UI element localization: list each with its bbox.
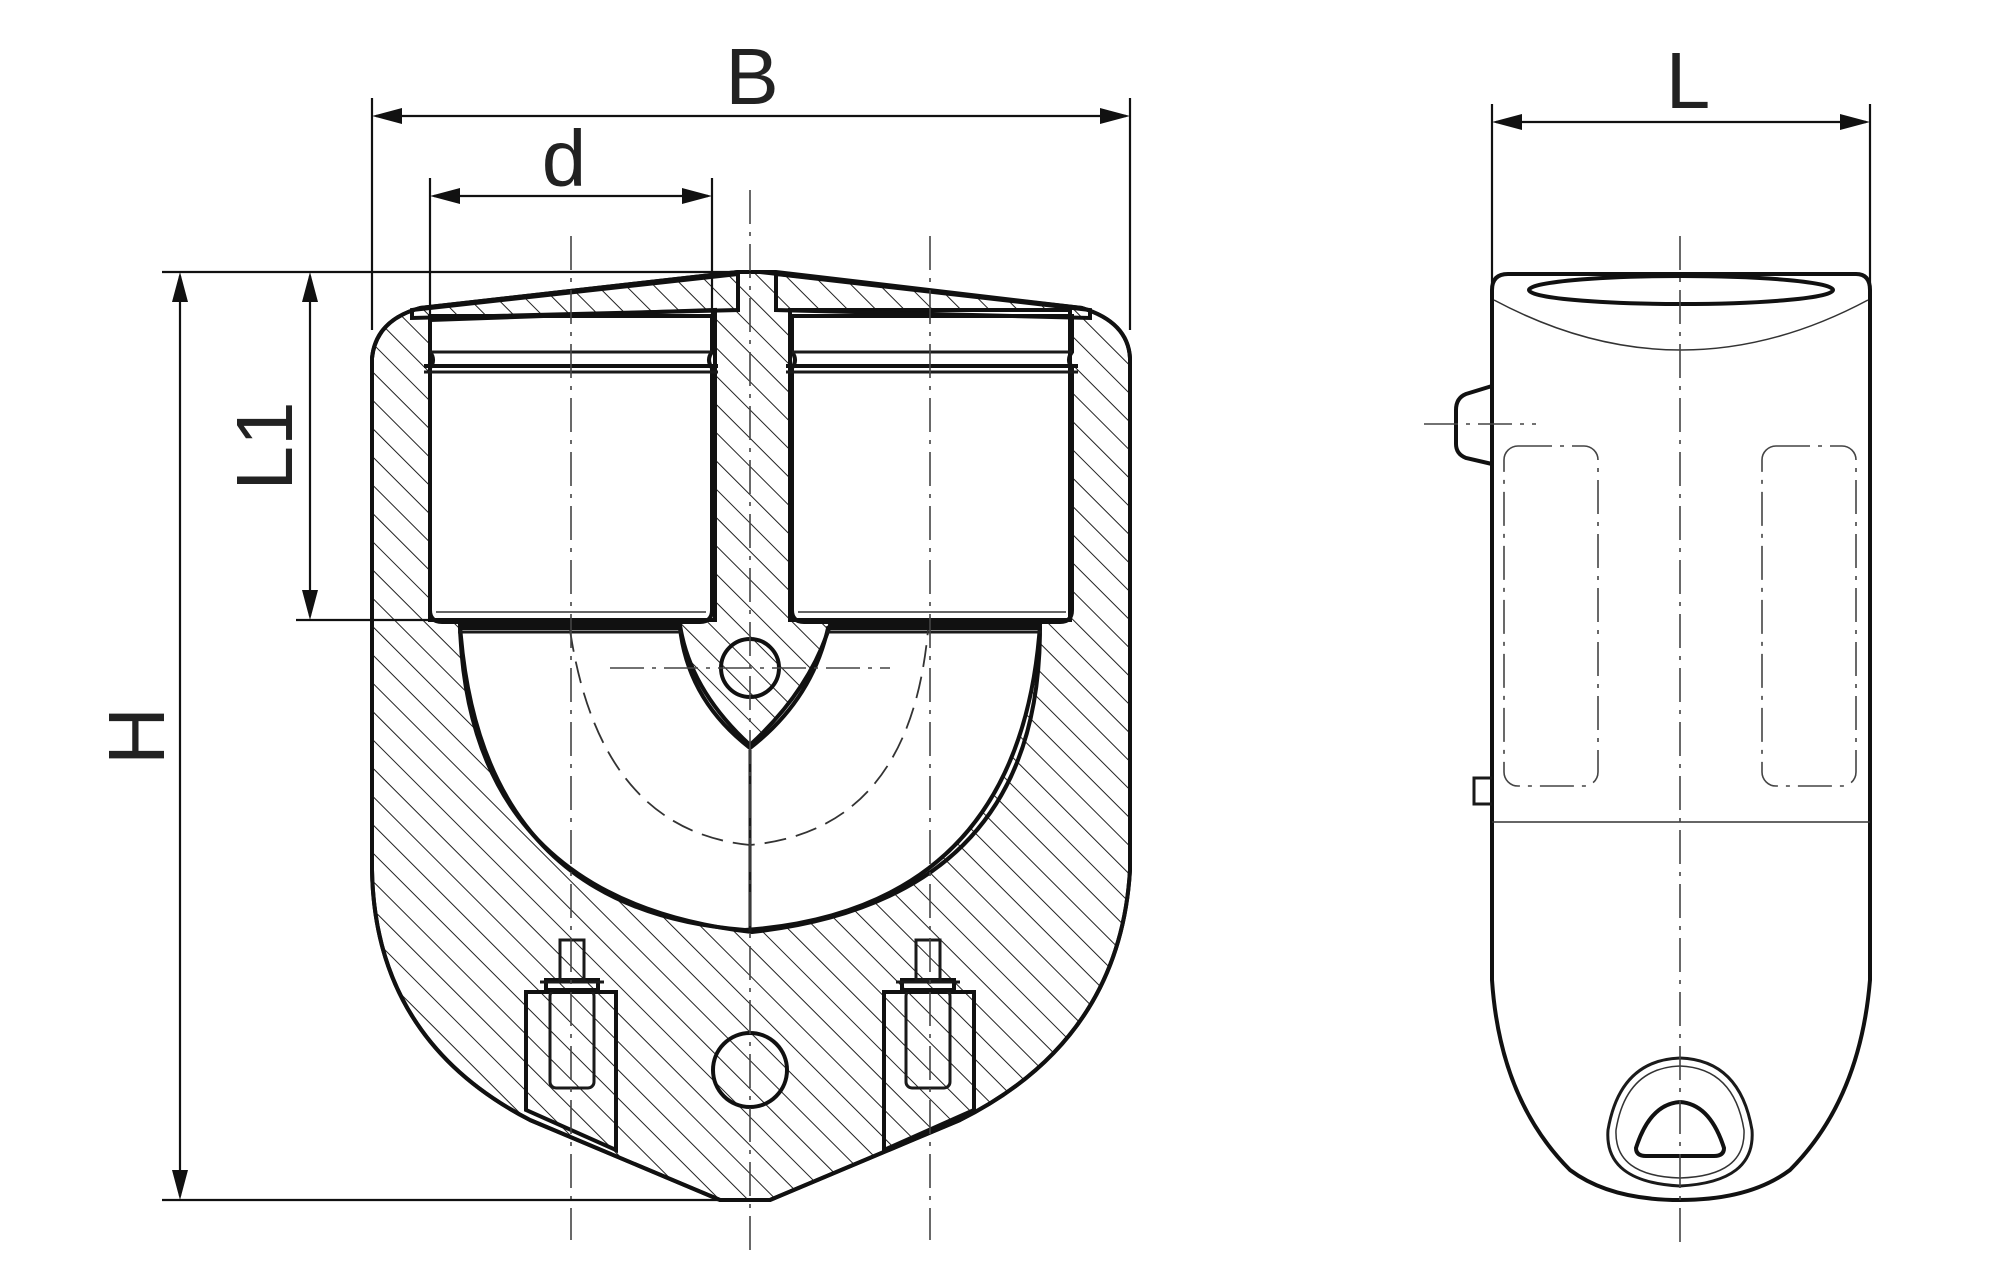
label-d: d (542, 114, 587, 203)
side-bottom-tab (1472, 776, 1492, 806)
dimension-L1: L1 (220, 272, 430, 622)
side-outline (1490, 272, 1872, 1203)
right-terminal (882, 938, 976, 1154)
lifting-eye-hole (1633, 1099, 1727, 1158)
hatched-body (370, 270, 1132, 1202)
dimension-L: L (1490, 36, 1872, 290)
dimension-H: H (92, 270, 760, 1202)
front-section-view (370, 190, 1132, 1255)
dimension-d: d (428, 114, 714, 330)
left-terminal (524, 938, 618, 1154)
label-L: L (1666, 36, 1711, 125)
dimension-B: B (370, 32, 1132, 330)
side-top-opening (1527, 274, 1835, 306)
side-top-tab (1454, 384, 1493, 466)
label-B: B (725, 32, 778, 121)
label-L1: L1 (220, 402, 309, 491)
u-bend-passage (457, 626, 1043, 935)
side-view (1424, 236, 1872, 1250)
side-right-window (1761, 445, 1857, 787)
label-H: H (92, 707, 181, 765)
side-left-window (1503, 445, 1599, 787)
right-socket (786, 314, 1078, 624)
